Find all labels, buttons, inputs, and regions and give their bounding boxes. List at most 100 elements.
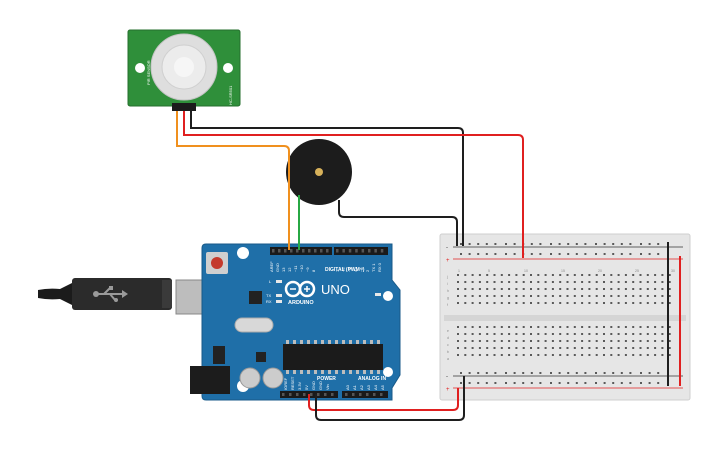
chip-leg <box>377 340 380 344</box>
rail-hole <box>567 372 570 374</box>
terminal-hole <box>573 295 576 297</box>
terminal-hole <box>668 302 671 304</box>
terminal-hole <box>661 326 664 328</box>
chip-leg <box>356 370 359 374</box>
terminal-hole <box>639 340 642 342</box>
terminal-hole <box>646 281 649 283</box>
rail-hole <box>612 382 615 384</box>
terminal-hole <box>654 333 657 335</box>
terminal-hole <box>632 288 635 290</box>
terminal-hole <box>493 333 496 335</box>
terminal-hole <box>537 288 540 290</box>
terminal-hole <box>624 295 627 297</box>
terminal-hole <box>522 302 525 304</box>
header-hole <box>348 249 352 253</box>
terminal-hole <box>551 340 554 342</box>
terminal-hole <box>610 274 613 276</box>
terminal-hole <box>493 354 496 356</box>
header-hole <box>289 393 292 396</box>
terminal-hole <box>610 281 613 283</box>
rail-hole <box>477 382 480 384</box>
rail-hole <box>648 243 651 245</box>
rail-hole <box>567 382 570 384</box>
terminal-hole <box>471 295 474 297</box>
chip-leg <box>300 370 303 374</box>
pin-label: 5V <box>304 385 309 390</box>
terminal-hole <box>646 274 649 276</box>
wire-pir-signal <box>176 111 290 250</box>
pin-label: A3 <box>366 384 371 390</box>
power-pin-labels: IOREF RESET 3.3V 5V GND GND Vin <box>283 376 330 390</box>
terminal-hole <box>530 302 532 304</box>
terminal-hole <box>530 281 532 283</box>
regulator <box>213 346 225 364</box>
analog-label: ANALOG IN <box>358 376 386 382</box>
rail-hole <box>505 382 507 384</box>
terminal-hole <box>522 354 525 356</box>
terminal-hole <box>646 302 649 304</box>
terminal-hole <box>654 347 657 349</box>
terminal-hole <box>493 340 496 342</box>
terminal-hole <box>654 274 657 276</box>
digital-pin-labels: AREF GND 13 12 ~11 ~10 ~9 8 7 ~6 ~5 4 ~3… <box>269 261 382 272</box>
terminal-hole <box>588 302 591 304</box>
pin-label: A2 <box>359 384 364 390</box>
usb-cable <box>38 278 223 315</box>
digital-header-right <box>334 247 388 255</box>
rail-hole <box>612 253 615 255</box>
terminal-hole <box>522 295 525 297</box>
wire-arduino-ground <box>315 376 465 421</box>
terminal-hole <box>632 333 635 335</box>
pin-label: ~9 <box>305 267 310 272</box>
terminal-hole <box>617 354 620 356</box>
chip-leg <box>286 370 289 374</box>
terminal-hole <box>522 281 525 283</box>
terminal-hole <box>559 274 562 276</box>
rail-hole <box>575 382 578 384</box>
terminal-hole <box>537 326 540 328</box>
reset-button[interactable] <box>211 257 223 269</box>
terminal-hole <box>610 295 613 297</box>
terminal-hole <box>624 274 627 276</box>
terminal-hole <box>595 302 598 304</box>
terminal-hole <box>457 288 459 290</box>
terminal-hole <box>457 326 459 328</box>
header-hole <box>355 249 358 253</box>
terminal-hole <box>551 326 554 328</box>
terminal-hole <box>464 274 467 276</box>
terminal-hole <box>515 354 518 356</box>
rail-hole <box>558 382 561 384</box>
l-led <box>276 280 282 283</box>
terminal-hole <box>654 302 657 304</box>
header-hole <box>352 393 355 396</box>
chip-leg <box>293 370 296 374</box>
breadboard-column-numbers: 1 5 10 15 20 25 30 <box>458 269 675 273</box>
terminal-hole <box>559 354 562 356</box>
rail-hole <box>494 372 497 374</box>
pin-label: RESET <box>290 376 295 390</box>
column-number: 30 <box>671 269 675 273</box>
terminal-hole <box>668 326 671 328</box>
usb-cable-strain <box>38 283 72 305</box>
rail-hole <box>657 253 660 255</box>
terminal-hole <box>530 295 532 297</box>
terminal-hole <box>595 326 598 328</box>
rail-hole <box>468 253 471 255</box>
mounting-hole <box>383 291 393 301</box>
terminal-hole <box>661 295 664 297</box>
header-hole <box>366 393 369 396</box>
terminal-hole <box>595 347 598 349</box>
pin-label: 7 <box>335 269 340 272</box>
header-hole <box>373 393 376 396</box>
header-hole <box>336 249 339 253</box>
row-letter: c <box>447 343 449 347</box>
terminal-hole <box>661 354 664 356</box>
rail-hole <box>575 243 578 245</box>
buzzer <box>286 139 352 205</box>
terminal-hole <box>508 295 511 297</box>
terminal-hole <box>632 302 635 304</box>
pin-label: 8 <box>311 269 316 272</box>
terminal-hole <box>478 333 481 335</box>
terminal-hole <box>632 340 635 342</box>
top-minus-label: - <box>446 245 448 251</box>
